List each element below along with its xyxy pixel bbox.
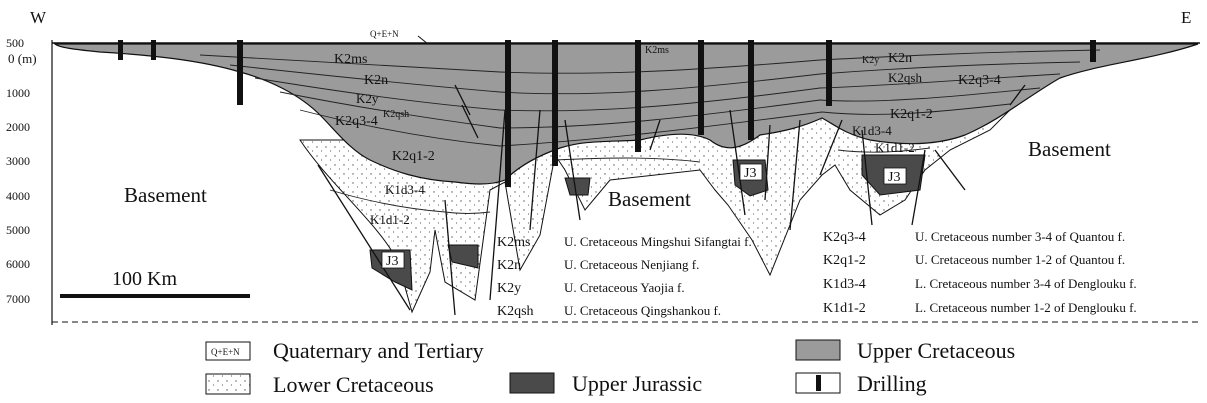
abbr-code: K2ms <box>497 235 530 250</box>
depth-tick-2000: 2000 <box>6 120 30 134</box>
abbr-text: U. Cretaceous Qingshankou f. <box>564 303 721 318</box>
unit-label-k2q34-left: K2q3-4 <box>335 114 378 129</box>
upper-jurassic-unit-mid <box>565 178 590 195</box>
unit-label-k1d34-left: K1d3-4 <box>385 182 425 197</box>
abbr-text: U. Cretaceous number 1-2 of Quantou f. <box>915 252 1125 267</box>
well <box>505 40 511 187</box>
abbr-code: K2y <box>497 281 521 296</box>
j3-label-right: J3 <box>888 170 900 185</box>
scale-bar-label: 100 Km <box>112 268 177 290</box>
abbr-text: L. Cretaceous number 3-4 of Denglouku f. <box>915 276 1137 291</box>
depth-tick-3000: 3000 <box>6 154 30 168</box>
top-qen-label: Q+E+N <box>370 29 399 39</box>
unit-label-k2n-left: K2n <box>364 73 388 88</box>
legend-label-upper-jurassic: Upper Jurassic <box>572 371 702 396</box>
abbr-code: K2q3-4 <box>823 230 866 245</box>
depth-tick-7000: 7000 <box>6 292 30 306</box>
depth-unit-label: 0 (m) <box>8 51 37 66</box>
abbr-code: K2n <box>497 258 521 273</box>
legend-label-upper-cretaceous: Upper Cretaceous <box>857 338 1015 363</box>
legend-label-drilling: Drilling <box>857 371 927 396</box>
abbr-text: U. Cretaceous Mingshui Sifangtai f. <box>564 234 752 249</box>
j3-label-left: J3 <box>386 254 398 269</box>
unit-label-k2y-left: K2y <box>356 91 379 106</box>
well <box>237 40 243 105</box>
abbr-code: K1d3-4 <box>823 277 866 292</box>
unit-label-k2ms-small: K2ms <box>645 45 669 56</box>
legend-label-quaternary-tertiary: Quaternary and Tertiary <box>273 338 484 363</box>
unit-label-k2y-right: K2y <box>862 55 879 66</box>
well <box>826 40 832 106</box>
depth-tick-4000: 4000 <box>6 189 30 203</box>
legend-swatch-upper-jurassic <box>510 373 554 393</box>
abbr-text: U. Cretaceous Yaojia f. <box>564 280 685 295</box>
abbr-code: K2q1-2 <box>823 253 866 268</box>
legend-swatch-text: Q+E+N <box>211 347 240 357</box>
basement-label-center: Basement <box>608 187 691 211</box>
depth-tick-5000: 5000 <box>6 223 30 237</box>
east-label: E <box>1181 8 1191 27</box>
well <box>635 40 641 152</box>
abbr-text: L. Cretaceous number 1-2 of Denglouku f. <box>915 300 1137 315</box>
legend: Q+E+N Quaternary and Tertiary Upper Cret… <box>206 338 1015 397</box>
legend-swatch-upper-cretaceous <box>796 340 840 360</box>
unit-label-k2ms: K2ms <box>334 52 367 67</box>
abbr-text: U. Cretaceous number 3-4 of Quantou f. <box>915 229 1125 244</box>
legend-swatch-lower-cretaceous <box>206 374 250 394</box>
drilling-icon <box>816 375 821 391</box>
unit-label-k1d12-left: K1d1-2 <box>370 212 410 227</box>
basement-label-east: Basement <box>1028 137 1111 161</box>
abbr-code: K1d1-2 <box>823 301 866 316</box>
unit-label-k2q12-right: K2q1-2 <box>890 107 933 122</box>
abbreviation-table-right: K2q3-4 U. Cretaceous number 3-4 of Quant… <box>823 229 1137 316</box>
unit-label-k1d34-right: K1d3-4 <box>852 123 892 138</box>
depth-tick-1000: 1000 <box>6 86 30 100</box>
well <box>552 40 558 166</box>
depth-axis: 500 0 (m) 1000 2000 3000 4000 5000 6000 … <box>6 36 52 325</box>
abbreviation-table-left: K2ms U. Cretaceous Mingshui Sifangtai f.… <box>497 234 752 319</box>
depth-tick-6000: 6000 <box>6 257 30 271</box>
well <box>748 40 754 140</box>
unit-label-k2qsh-left: K2qsh <box>383 109 409 120</box>
unit-label-k2qsh-right: K2qsh <box>888 70 922 85</box>
unit-label-k1d12-right: K1d1-2 <box>875 140 915 155</box>
scale-bar <box>60 294 250 298</box>
abbr-text: U. Cretaceous Nenjiang f. <box>564 257 699 272</box>
j3-label-center: J3 <box>744 166 756 181</box>
legend-label-lower-cretaceous: Lower Cretaceous <box>273 372 434 397</box>
well <box>698 40 704 135</box>
depth-tick-500: 500 <box>6 36 24 50</box>
unit-label-k2q12-left: K2q1-2 <box>392 149 435 164</box>
west-label: W <box>30 8 47 27</box>
unit-label-k2q34-right: K2q3-4 <box>958 73 1001 88</box>
abbr-code: K2qsh <box>497 304 534 319</box>
unit-label-k2n-right: K2n <box>888 51 912 66</box>
fault-line <box>935 150 965 190</box>
basement-label-west: Basement <box>124 183 207 207</box>
